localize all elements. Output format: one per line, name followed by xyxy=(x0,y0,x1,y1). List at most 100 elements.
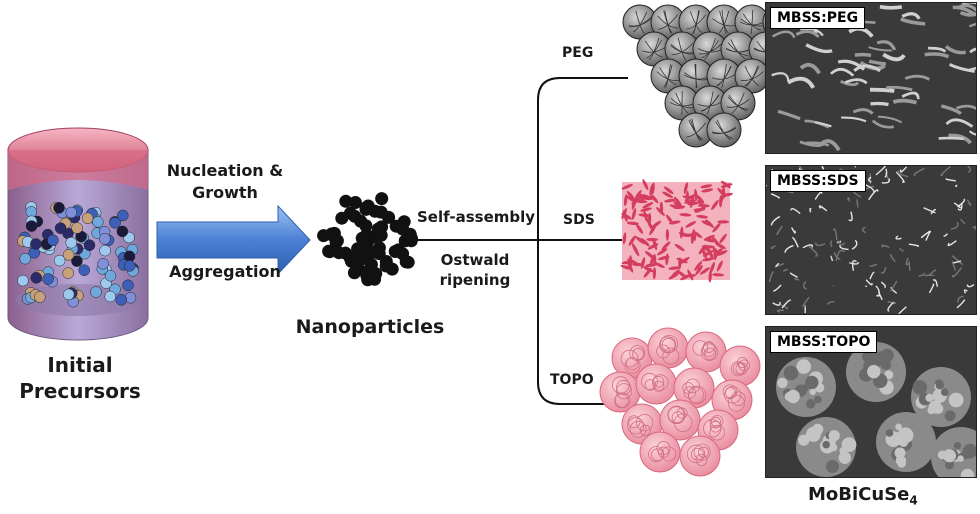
sem-sheet xyxy=(784,244,794,253)
sem-flake xyxy=(795,30,820,38)
self-assembly-label: Self-assembly xyxy=(417,208,536,226)
sem-sheet xyxy=(954,184,958,188)
sem-flake xyxy=(882,52,906,62)
peg-label: PEG xyxy=(562,45,594,61)
topo-petal xyxy=(624,357,641,374)
sem-sheet xyxy=(890,280,898,292)
sds-flake xyxy=(621,184,633,190)
sds-flake xyxy=(635,236,646,245)
sem-flake xyxy=(853,64,881,73)
precursor-particle xyxy=(99,233,111,245)
sds-flake xyxy=(709,261,715,274)
topo-petal xyxy=(635,413,654,432)
sem-particle-detail xyxy=(783,365,799,381)
sds-flake xyxy=(656,207,665,216)
sem-particle-detail xyxy=(805,375,819,390)
sem-flake xyxy=(948,63,975,73)
topo-petal xyxy=(685,378,701,394)
sem-sheet xyxy=(880,281,886,289)
sem-flake xyxy=(955,104,976,110)
sds-flake xyxy=(716,260,723,272)
sem-sheet xyxy=(930,208,937,215)
sem-sheet xyxy=(791,237,799,248)
sds-flake xyxy=(628,235,636,246)
sds-flake xyxy=(684,199,696,204)
nanoparticles-label: Nanoparticles xyxy=(295,316,445,338)
sem-sheet xyxy=(818,205,828,212)
precursor-particle xyxy=(71,222,83,234)
nanoparticle-cluster xyxy=(317,192,418,287)
sem-sheet xyxy=(833,252,841,261)
sem-sheet xyxy=(848,211,853,222)
sds-flake xyxy=(638,213,651,217)
peg-sphere-texture xyxy=(648,37,660,61)
sem-sheet xyxy=(908,261,911,271)
precursor-particle xyxy=(123,260,136,272)
sds-flake xyxy=(696,214,709,219)
precursor-particle xyxy=(78,264,90,276)
sem-sheet xyxy=(932,279,938,287)
precursor-particle xyxy=(30,238,42,250)
sem-flake xyxy=(871,119,895,129)
topo-petal xyxy=(711,415,724,428)
sem-sheet xyxy=(920,230,931,239)
sem-sheet xyxy=(865,279,873,286)
precursor-particle xyxy=(90,286,102,298)
sem-particle-detail xyxy=(822,440,830,449)
nanoparticle xyxy=(323,245,337,259)
sds-flake xyxy=(622,210,628,222)
sds-flake xyxy=(640,257,646,269)
sem-particle-detail xyxy=(814,395,822,404)
sem-sheet xyxy=(947,240,957,247)
precursor-particle xyxy=(116,225,129,238)
sds-flake xyxy=(685,190,689,203)
sem-sheet xyxy=(951,255,964,266)
precursor-particle xyxy=(54,222,67,234)
topo-structure xyxy=(599,327,761,477)
sem-sheet xyxy=(956,299,966,309)
sem-particle-detail xyxy=(960,468,975,477)
sem-sheet xyxy=(940,166,951,177)
sds-flake xyxy=(708,270,712,283)
sds-flake xyxy=(668,220,681,225)
sem-sheet xyxy=(814,190,823,200)
sem-flake xyxy=(852,108,874,115)
sem-flake xyxy=(959,10,976,17)
sem-flake xyxy=(876,40,897,51)
nanoparticle xyxy=(388,245,402,258)
sds-flake xyxy=(712,223,721,233)
precursor-particle xyxy=(81,212,94,224)
precursor-particle xyxy=(104,290,116,303)
sds-flake xyxy=(651,220,662,229)
sem-flake xyxy=(844,78,868,85)
sds-flake xyxy=(640,238,650,247)
topo-label: TOPO xyxy=(550,372,594,388)
nanoparticle xyxy=(359,219,373,233)
topo-petal xyxy=(688,385,707,404)
sds-flake xyxy=(627,261,634,273)
sem-sheet xyxy=(832,228,838,241)
sem-sheet xyxy=(889,254,896,263)
sem-particle-detail xyxy=(777,377,788,389)
sem-sheet xyxy=(821,166,825,170)
sds-label: SDS xyxy=(563,212,595,228)
sem-flake xyxy=(840,80,860,87)
sem-sheet xyxy=(881,178,891,184)
sds-flake xyxy=(663,186,674,195)
sds-flake xyxy=(696,194,705,204)
precursor-particle xyxy=(17,274,29,287)
sem-particle-detail xyxy=(867,364,881,379)
sds-flake xyxy=(661,241,671,251)
sem-sheet xyxy=(854,166,857,168)
sem-sheet xyxy=(928,269,937,276)
topo-petal xyxy=(639,424,651,436)
sds-flake xyxy=(635,199,648,204)
sem-flake xyxy=(968,22,976,28)
sem-sheet xyxy=(928,283,935,294)
sem-sheet xyxy=(775,262,780,267)
topo-petal xyxy=(730,391,746,407)
sem-sheet xyxy=(953,202,961,209)
sem-sheet xyxy=(943,233,948,237)
topo-petal xyxy=(683,386,697,399)
sem-sheet xyxy=(951,267,963,278)
